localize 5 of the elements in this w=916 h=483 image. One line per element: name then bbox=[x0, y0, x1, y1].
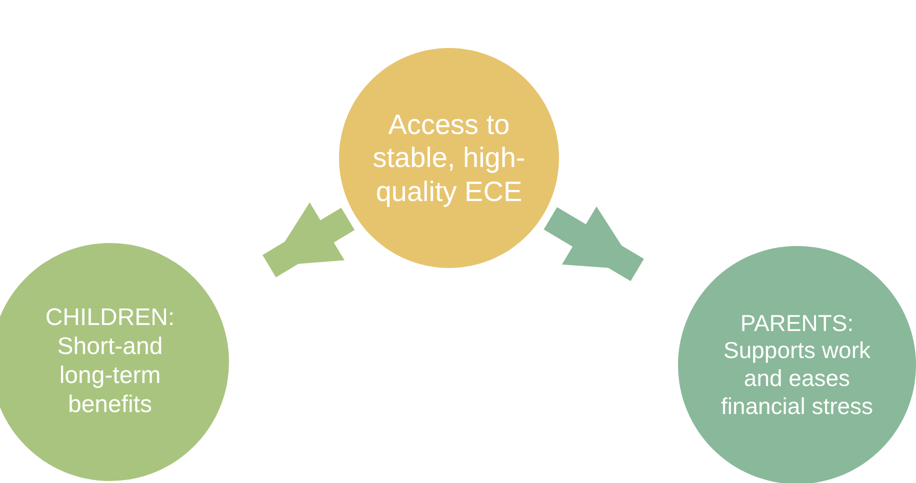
node-label: Access to stable, high-quality ECE bbox=[372, 108, 526, 208]
node-label: CHILDREN: Short-and long-term benefits bbox=[44, 304, 176, 420]
node-label: PARENTS: Supports work and eases financial stress bbox=[720, 310, 874, 420]
block-arrow bbox=[262, 202, 355, 278]
block-arrow bbox=[544, 206, 644, 282]
